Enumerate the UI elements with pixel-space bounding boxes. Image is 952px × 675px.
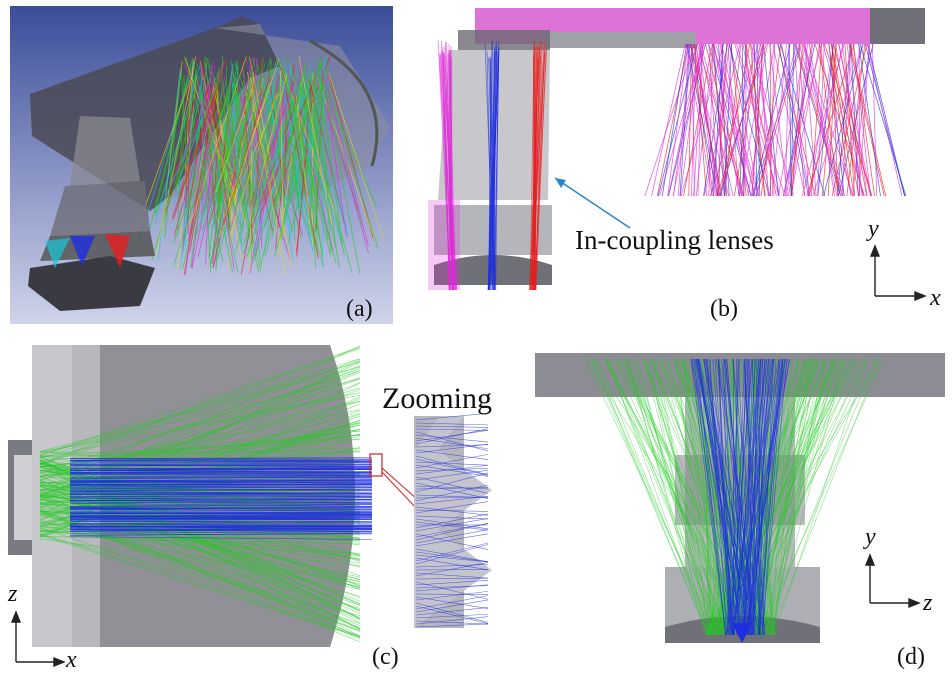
panel-c-label: (c) bbox=[372, 644, 399, 670]
panel-c-xz-view: Zooming z x (c) bbox=[0, 340, 520, 675]
axes-d bbox=[864, 553, 921, 609]
panel-c-svg bbox=[8, 345, 492, 668]
zoom-inset bbox=[414, 412, 492, 628]
ray-bundle-d bbox=[584, 358, 884, 636]
panel-d-label: (d) bbox=[897, 644, 925, 670]
panel-d-svg bbox=[535, 353, 945, 643]
axis-d-vertical: y bbox=[865, 524, 876, 550]
callout-arrow bbox=[554, 177, 631, 229]
lens-stack-a bbox=[28, 116, 155, 311]
panel-b-svg bbox=[428, 8, 927, 302]
panel-d-yz-view: y z (d) bbox=[525, 345, 952, 675]
axis-c-horizontal: x bbox=[66, 647, 77, 673]
ray-bundle-a bbox=[133, 55, 384, 275]
panel-a-label: (a) bbox=[346, 296, 373, 322]
axes-b bbox=[869, 244, 927, 302]
axis-b-vertical: y bbox=[868, 216, 879, 242]
axis-c-vertical: z bbox=[8, 581, 18, 607]
panel-a-3d-view: (a) bbox=[10, 6, 393, 324]
panel-b-xy-view: In-coupling lenses y x (b) bbox=[420, 0, 952, 330]
panel-b-label: (b) bbox=[710, 296, 738, 322]
zoom-title: Zooming bbox=[382, 382, 492, 415]
ray-bundle-c bbox=[39, 345, 373, 643]
zoom-box bbox=[369, 453, 383, 477]
lens-rays-b bbox=[437, 40, 547, 291]
in-coupling-annotation: In-coupling lenses bbox=[575, 225, 774, 255]
axes-c bbox=[10, 610, 66, 668]
panel-a-svg bbox=[10, 6, 393, 324]
ray-bundle-b bbox=[644, 43, 907, 197]
axis-b-horizontal: x bbox=[930, 285, 941, 311]
axis-d-horizontal: z bbox=[923, 590, 933, 616]
